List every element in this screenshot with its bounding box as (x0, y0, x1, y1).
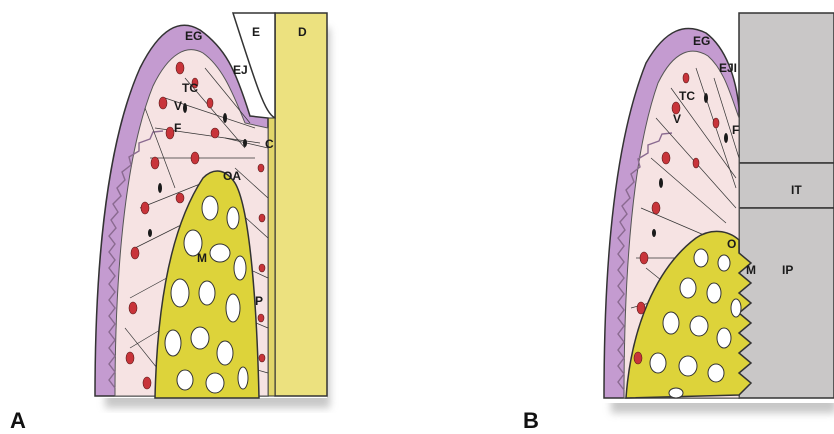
label-it: IT (791, 183, 802, 197)
label-tc: TC (182, 81, 198, 95)
panel-a-drawing: EG E D EJ TC V F C OA M P (85, 8, 345, 413)
label-p: P (255, 294, 263, 308)
implant-neck (739, 163, 834, 208)
label-d: D (298, 25, 307, 39)
label-m: M (197, 251, 207, 265)
label-c: C (265, 137, 274, 151)
panel-b-drawing: EG EJI TC V F IT O M IP (596, 8, 834, 423)
cementum (268, 118, 275, 396)
dentin (275, 13, 327, 396)
label-v: V (673, 112, 681, 126)
panel-b: EG EJI TC V F IT O M IP (596, 8, 834, 423)
panel-a: EG E D EJ TC V F C OA M P (85, 8, 345, 413)
panel-b-letter: B (523, 408, 539, 434)
label-e: E (252, 25, 260, 39)
label-eg: EG (185, 29, 202, 43)
label-m: M (746, 263, 756, 277)
implant-lower (739, 208, 834, 398)
implant-upper (739, 13, 834, 163)
label-oa: OA (223, 169, 241, 183)
label-ip: IP (782, 263, 793, 277)
label-v: V (174, 99, 182, 113)
label-f: F (732, 123, 739, 137)
panel-a-letter: A (10, 408, 26, 434)
label-eji: EJI (719, 61, 737, 75)
label-o: O (727, 237, 736, 251)
label-f: F (174, 121, 181, 135)
label-eg: EG (693, 34, 710, 48)
label-ej: EJ (233, 63, 248, 77)
label-tc: TC (679, 89, 695, 103)
